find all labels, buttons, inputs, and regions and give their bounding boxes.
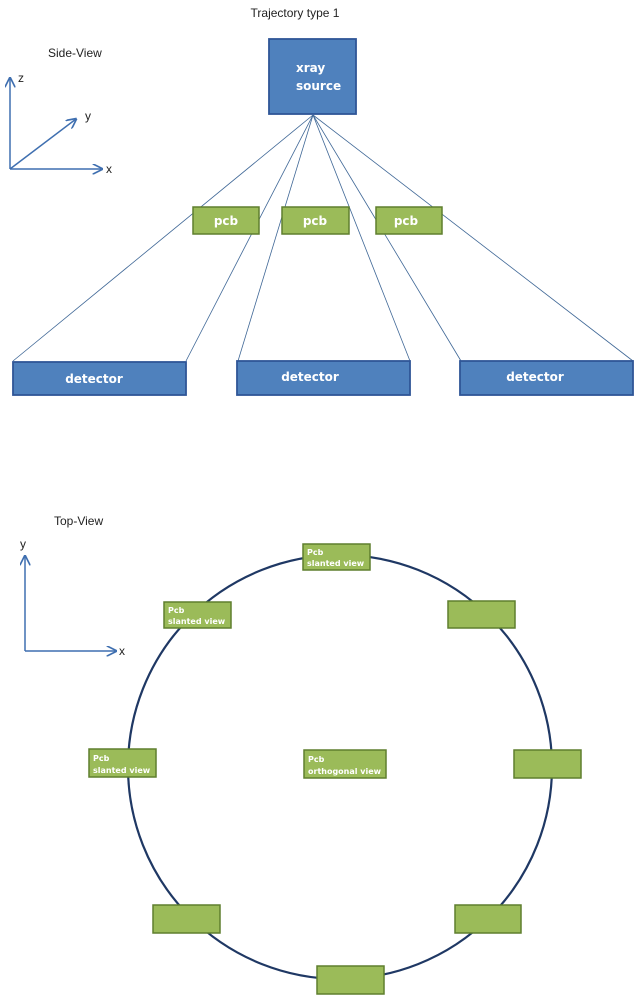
side-axis-y-label: y (85, 109, 91, 123)
beam-line (12, 114, 314, 362)
beam-line (312, 114, 411, 362)
detector-box: detector (459, 360, 634, 396)
xray-source-line2: source (296, 79, 341, 93)
beam-line (312, 114, 462, 362)
detector-box: detector (236, 360, 411, 396)
xray-source-box: xray source (268, 38, 357, 115)
pcb-slanted-box-left: Pcb slanted view (88, 748, 157, 778)
detector-label: detector (506, 370, 564, 384)
pcb-box: pcb (375, 206, 443, 235)
pcb-box-line2: slanted view (168, 617, 226, 626)
pcb-box-line2: orthogonal view (308, 767, 382, 776)
pcb-box-right (513, 749, 582, 779)
detector-label: detector (281, 370, 339, 384)
pcb-box-line1: Pcb (308, 755, 325, 764)
top-axis-y-label: y (20, 537, 26, 551)
side-view-label: Side-View (48, 46, 102, 60)
detector-box: detector (12, 361, 187, 396)
pcb-box-line1: Pcb (93, 754, 110, 763)
pcb-box-upper-right (447, 600, 516, 629)
detector-label: detector (65, 372, 123, 386)
top-view-label: Top-View (54, 514, 103, 528)
pcb-label: pcb (394, 214, 419, 228)
pcb-box-line1: Pcb (168, 606, 185, 615)
side-axis-y-arrow (9, 119, 76, 170)
xray-source-line1: xray (296, 61, 325, 75)
pcb-box-line2: slanted view (93, 766, 151, 775)
pcb-box-lower-right (454, 904, 522, 934)
side-view-axes: z y x (10, 71, 112, 176)
diagram-title: Trajectory type 1 (251, 6, 340, 20)
pcb-box-lower-left (152, 904, 221, 934)
pcb-box: pcb (192, 206, 260, 235)
pcb-label: pcb (303, 214, 328, 228)
pcb-orthogonal-box-center: Pcb orthogonal view (303, 749, 387, 779)
beam-lines (12, 114, 634, 362)
pcb-box: pcb (281, 206, 350, 235)
pcb-box-bottom (316, 965, 385, 995)
side-axis-x-label: x (106, 162, 112, 176)
pcb-box-line2: slanted view (307, 559, 365, 568)
beam-line (312, 114, 634, 362)
beam-line (237, 114, 314, 362)
pcb-box-line1: Pcb (307, 548, 324, 557)
pcb-slanted-box-upper-left: Pcb slanted view (163, 601, 232, 629)
pcb-label: pcb (214, 214, 239, 228)
beam-line (185, 114, 314, 362)
pcb-slanted-box-top: Pcb slanted view (302, 543, 371, 571)
top-axis-x-label: x (119, 644, 125, 658)
top-view-axes: y x (20, 537, 125, 658)
side-axis-z-label: z (18, 71, 24, 85)
